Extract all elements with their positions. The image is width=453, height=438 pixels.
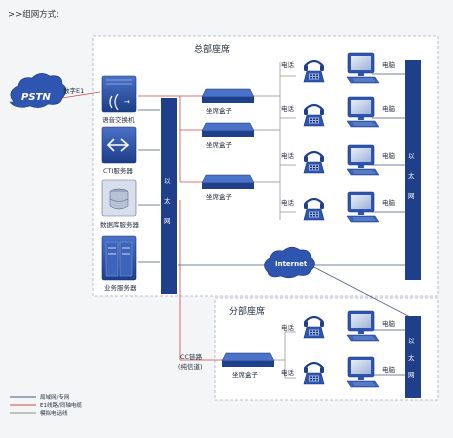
page-title: >>组网方式: xyxy=(8,10,60,20)
ethernet-char: 网 xyxy=(408,371,415,379)
pc-icon xyxy=(346,310,380,342)
legend-label: E1线路/同轴电缆 xyxy=(40,403,82,409)
headquarters-label: 总部座席 xyxy=(194,45,231,55)
legend-label: 局域网/专网 xyxy=(40,395,70,401)
ethernet-bar-branch xyxy=(405,316,421,398)
seat-box-label: 坐席盒子 xyxy=(206,193,232,201)
phone-label: 电话 xyxy=(281,105,294,113)
seat-box-label: 坐席盒子 xyxy=(206,141,232,149)
server-label: 业务服务器 xyxy=(104,284,137,292)
ethernet-bar-left xyxy=(161,98,177,294)
server-label: CTI服务器 xyxy=(103,167,133,175)
server-label: 数据库服务器 xyxy=(100,221,139,229)
server-label: 语音交换机 xyxy=(102,116,135,124)
pc-label: 电脑 xyxy=(382,199,395,207)
pc-label: 电脑 xyxy=(382,320,395,328)
phone-label: 电话 xyxy=(281,61,294,69)
svg-text:→: → xyxy=(124,98,130,106)
pstn-label: PSTN xyxy=(21,92,51,103)
legend-label: 模拟电话线 xyxy=(40,411,68,417)
database-server-icon xyxy=(101,179,137,217)
business-server-icon xyxy=(101,235,137,281)
internet-cloud xyxy=(264,246,315,279)
ethernet-char: 网 xyxy=(408,192,415,200)
ethernet-char: 以 xyxy=(408,337,415,345)
cc-link-sub: (纯信道) xyxy=(178,363,203,371)
pc-label: 电脑 xyxy=(382,366,395,374)
ethernet-char: 网 xyxy=(164,217,171,225)
cc-link-label: CC链路 xyxy=(180,353,203,361)
seat-box-icon xyxy=(201,122,255,138)
phone-label: 电话 xyxy=(281,199,294,207)
ethernet-bar-right xyxy=(405,60,421,280)
pc-icon xyxy=(346,191,380,223)
seat-box-icon xyxy=(221,352,275,368)
pc-label: 电脑 xyxy=(382,105,395,113)
internet-label: Internet xyxy=(275,260,308,268)
e1-label: 数字E1 xyxy=(63,87,85,95)
phone-label: 电话 xyxy=(281,152,294,160)
ethernet-char: 太 xyxy=(164,197,171,205)
pc-label: 电脑 xyxy=(382,61,395,69)
voice-switch-icon: → xyxy=(101,75,137,113)
phone-label: 电话 xyxy=(281,324,294,332)
pc-icon xyxy=(346,96,380,128)
phone-label: 电话 xyxy=(281,369,294,377)
pc-icon xyxy=(346,52,380,84)
pc-icon xyxy=(346,356,380,388)
ethernet-char: 以 xyxy=(408,152,415,160)
seat-box-label: 坐席盒子 xyxy=(232,371,258,379)
seat-box-label: 坐席盒子 xyxy=(206,107,232,115)
cti-server-icon xyxy=(101,126,137,164)
seat-box-icon xyxy=(201,174,255,190)
ethernet-char: 以 xyxy=(164,177,171,185)
ethernet-char: 太 xyxy=(408,172,415,180)
branch-label: 分部座席 xyxy=(229,307,266,317)
seat-box-icon xyxy=(201,88,255,104)
ethernet-char: 太 xyxy=(408,354,415,362)
pc-label: 电脑 xyxy=(382,152,395,160)
pstn-cloud xyxy=(9,73,67,108)
pc-icon xyxy=(346,144,380,176)
